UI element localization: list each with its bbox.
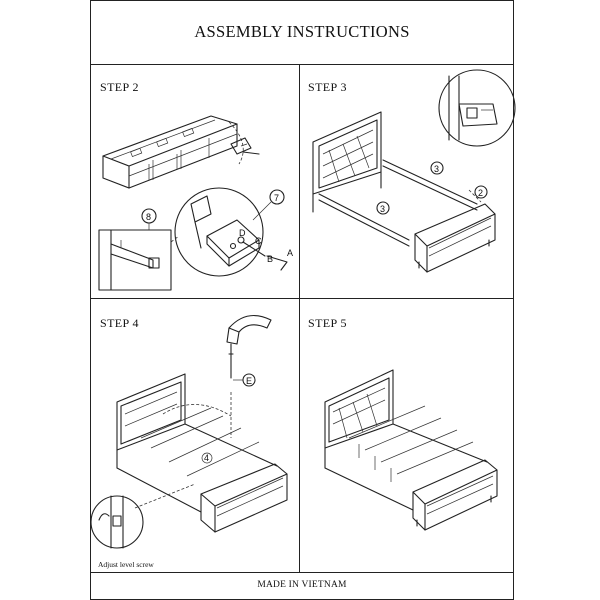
assembled-bed	[324, 369, 488, 511]
side-rails	[318, 159, 482, 247]
step-4-label: STEP 4	[100, 316, 139, 330]
footer-text: MADE IN VIETNAM	[257, 580, 347, 590]
hand-screwdriver	[226, 314, 272, 379]
footboard	[412, 459, 498, 531]
bracket-detail-circle	[170, 187, 288, 277]
callout-8: 8	[141, 208, 157, 230]
rail-detail-inset	[98, 229, 172, 291]
step-2-label: STEP 2	[100, 80, 139, 94]
page-title: ASSEMBLY INSTRUCTIONS	[194, 22, 410, 41]
callout-b-text: B	[267, 254, 273, 264]
footer-divider	[91, 572, 513, 573]
step-2-illustration: 7 8 D C B A	[98, 115, 293, 291]
callout-e: E	[233, 373, 256, 387]
callout-d-text: D	[239, 228, 246, 238]
headboard	[312, 111, 382, 213]
footboard	[414, 203, 496, 273]
bed-frame	[116, 373, 278, 513]
callout-3-upper: 3	[430, 161, 444, 175]
step-4-illustration: E 4	[90, 314, 288, 549]
callout-4-text: 4	[204, 453, 209, 463]
callout-7-text: 7	[274, 193, 279, 203]
step-3-label: STEP 3	[308, 80, 347, 94]
callout-c-text: C	[255, 236, 262, 246]
step-5-label: STEP 5	[308, 316, 347, 330]
top-border	[91, 0, 513, 1]
title-divider	[91, 64, 513, 65]
step-3-illustration: 3 3 2	[312, 69, 516, 273]
callout-a-text: A	[287, 248, 293, 258]
bracket-detail-small	[230, 137, 260, 155]
callout-7: 7	[252, 189, 285, 221]
center-divider	[299, 64, 300, 572]
step-5-illustration	[324, 369, 498, 531]
callout-2: 2	[474, 185, 488, 199]
callout-8-text: 8	[146, 212, 151, 222]
footboard-drawer-unit	[102, 115, 244, 189]
corner-detail-circle	[438, 69, 516, 147]
callout-4: 4	[201, 452, 213, 464]
callout-3-lower-text: 3	[380, 204, 385, 214]
adjust-level-screw-note: Adjust level screw	[98, 560, 154, 569]
footboard	[200, 463, 288, 533]
callout-e-text: E	[246, 376, 252, 386]
callout-3-lower: 3	[376, 201, 390, 215]
callout-2-text: 2	[478, 188, 483, 198]
instruction-sheet: ASSEMBLY INSTRUCTIONS STEP 2 STEP 3 STEP…	[90, 0, 516, 600]
middle-divider	[91, 298, 513, 299]
callout-3-upper-text: 3	[434, 164, 439, 174]
level-screw-detail	[90, 483, 196, 549]
